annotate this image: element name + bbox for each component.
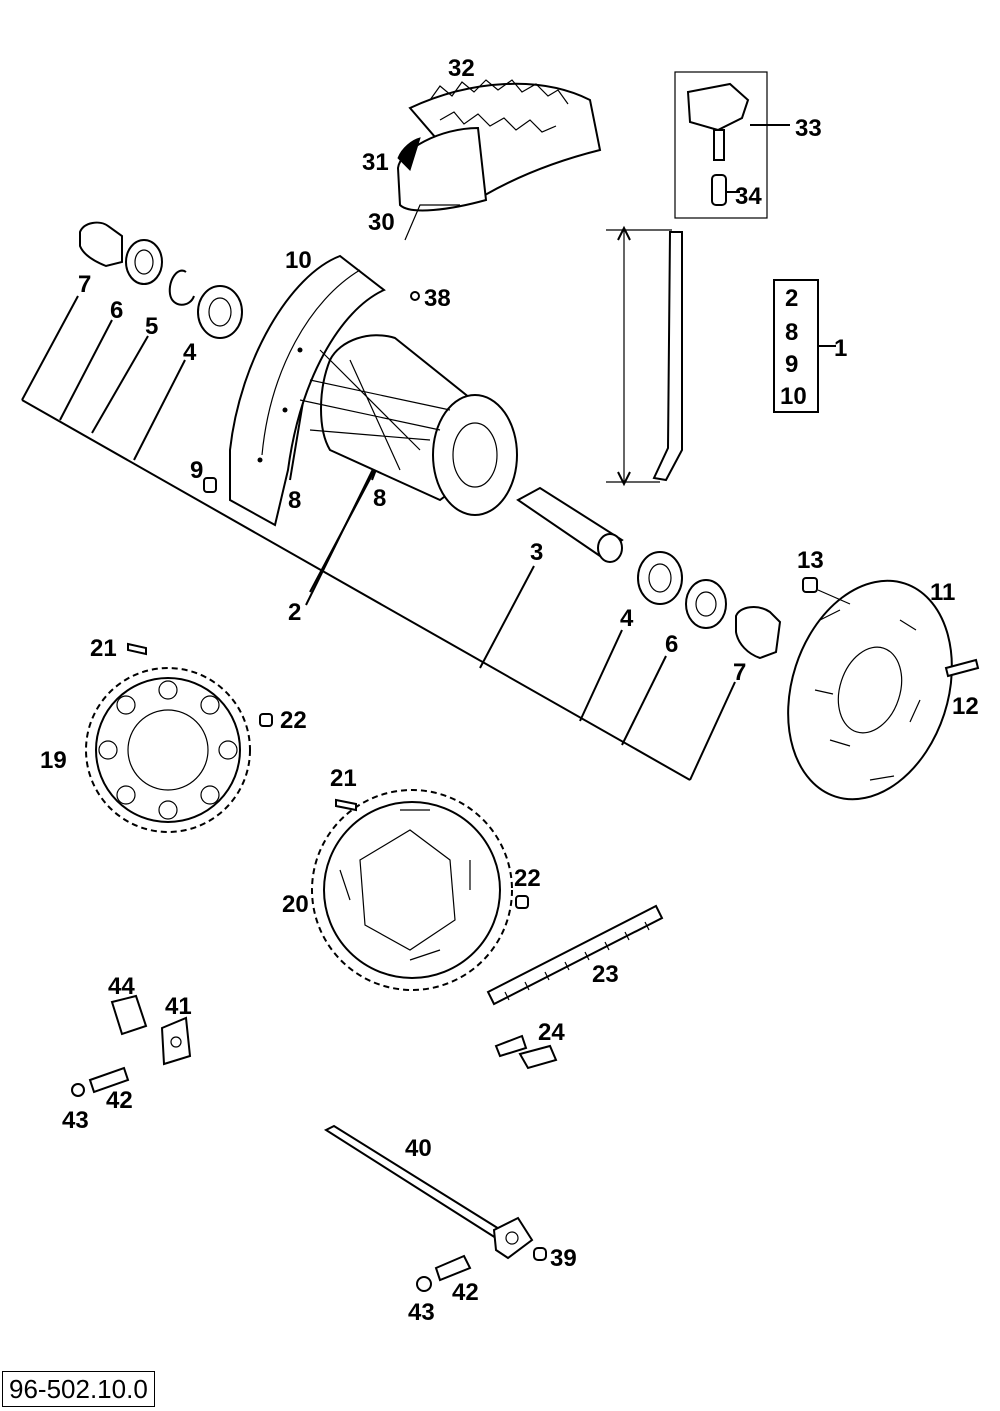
callout-31: 31	[362, 149, 389, 176]
callout-8-rim: 8	[288, 487, 301, 514]
chain	[486, 904, 664, 1070]
axle	[323, 1124, 547, 1292]
callout-44: 44	[108, 973, 135, 1000]
callout-42-left: 42	[106, 1087, 133, 1114]
inner-tube	[396, 126, 488, 241]
callout-4-right: 4	[620, 605, 634, 632]
wheel-hub	[203, 291, 518, 516]
callout-43-bottom: 43	[408, 1299, 435, 1326]
callout-11: 11	[930, 579, 955, 606]
callout-7: 7	[78, 271, 91, 298]
callout-39: 39	[550, 1245, 577, 1272]
callout-38: 38	[424, 285, 451, 312]
callout-33: 33	[795, 115, 822, 142]
kit-item-9: 9	[785, 351, 798, 378]
valve-box	[674, 71, 790, 219]
callout-6-right: 6	[665, 631, 678, 658]
callout-23: 23	[592, 961, 619, 988]
kit-item-2: 2	[785, 285, 798, 312]
wheel-rim	[229, 254, 386, 527]
callout-12: 12	[952, 693, 979, 720]
nipple-icon	[203, 477, 217, 493]
sprocket-19	[85, 642, 273, 833]
kit-item-8: 8	[785, 319, 798, 346]
chain-adjuster-left	[71, 994, 192, 1097]
callout-19: 19	[40, 747, 67, 774]
tire	[408, 79, 602, 197]
callout-41: 41	[165, 993, 192, 1020]
callout-42-bottom: 42	[452, 1279, 479, 1306]
callout-10: 10	[285, 247, 312, 274]
left-bearings	[79, 221, 243, 339]
callout-3: 3	[530, 539, 543, 566]
spoke-icon	[652, 231, 683, 482]
circlip-icon	[168, 269, 195, 306]
spoke-gauge	[606, 225, 683, 487]
callout-34: 34	[735, 183, 762, 210]
kit-box	[773, 279, 836, 413]
seal-icon	[125, 239, 163, 285]
valve-cap-icon	[686, 82, 750, 132]
callout-4: 4	[183, 339, 197, 366]
callout-5: 5	[145, 313, 158, 340]
callout-32: 32	[448, 55, 475, 82]
callout-9: 9	[190, 457, 203, 484]
assembly-axis-line	[21, 399, 691, 781]
callout-40: 40	[405, 1135, 432, 1162]
bearing-icon	[197, 285, 243, 339]
callouts: 32 31 30 33 34 7 6 5 4 10 38 9 8 8 2 3 4…	[40, 55, 979, 1326]
axle-sleeve	[516, 486, 624, 558]
diagram-code: 96-502.10.0	[2, 1371, 155, 1407]
right-bearings	[637, 551, 782, 660]
callout-21-top: 21	[90, 635, 117, 662]
callout-13: 13	[797, 547, 824, 574]
callout-22-top: 22	[280, 707, 307, 734]
callout-7-right: 7	[733, 659, 746, 686]
spacer-icon	[79, 221, 123, 268]
valve-insert-icon	[711, 174, 727, 206]
callout-43-left: 43	[62, 1107, 89, 1134]
callout-2: 2	[288, 599, 301, 626]
callout-22-bottom: 22	[514, 865, 541, 892]
callout-30: 30	[368, 209, 395, 236]
leader-lines	[21, 295, 736, 781]
tube-rim-band	[397, 137, 421, 171]
brake-disc	[787, 577, 980, 801]
sprocket-20	[311, 789, 529, 991]
kit-box-items: 2 8 9 10	[780, 285, 807, 410]
callout-8-hub: 8	[373, 485, 386, 512]
callout-24: 24	[538, 1019, 565, 1046]
callout-20: 20	[282, 891, 309, 918]
callout-1: 1	[834, 335, 847, 362]
callout-6: 6	[110, 297, 123, 324]
kit-item-10: 10	[780, 383, 807, 410]
callout-21-bottom: 21	[330, 765, 357, 792]
